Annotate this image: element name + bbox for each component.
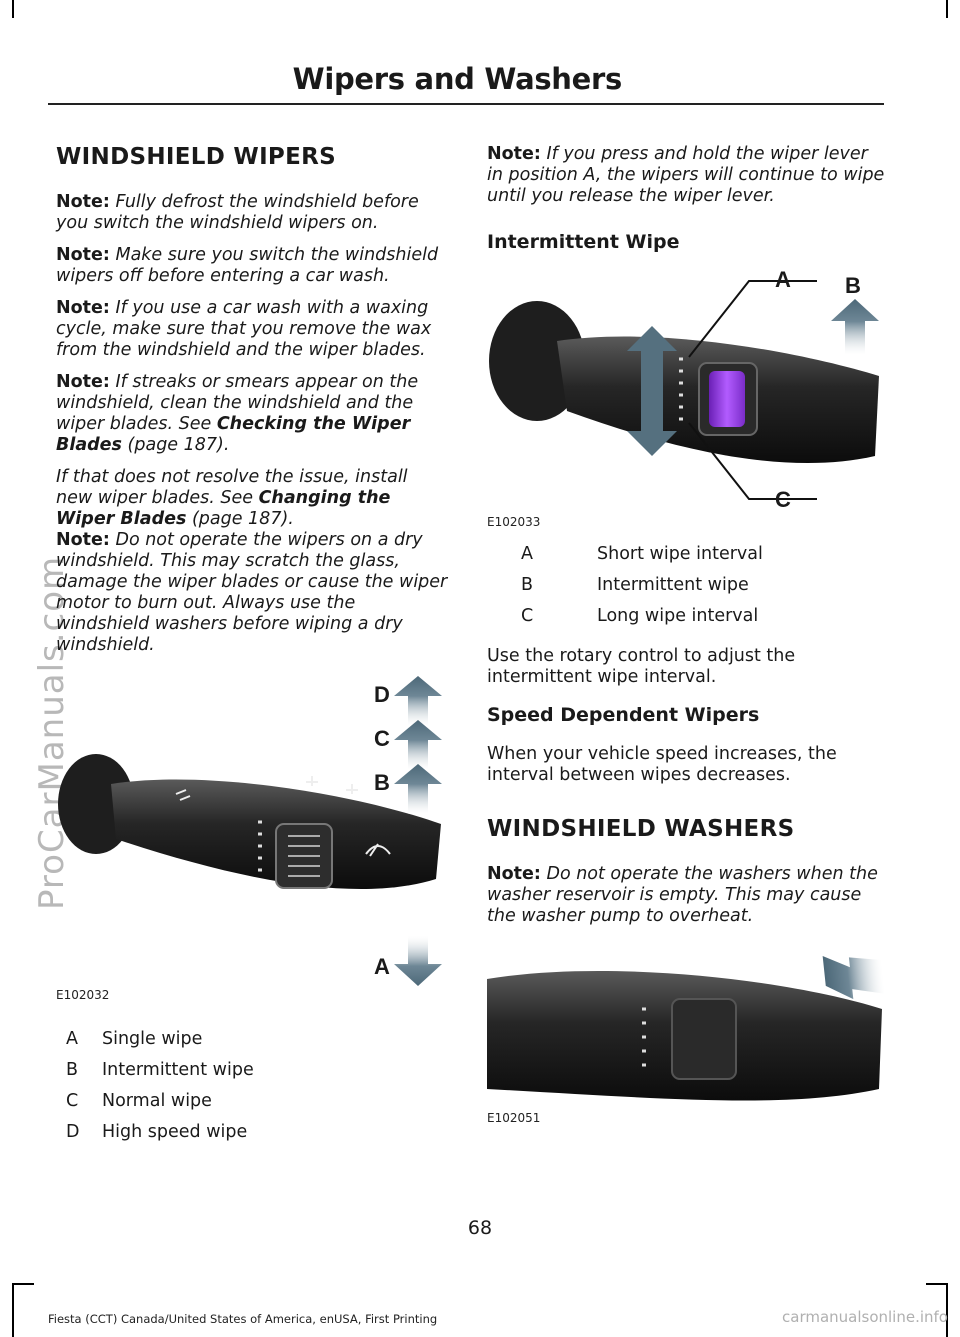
page-title: Wipers and Washers	[292, 62, 623, 96]
note-washer-reservoir: Note: Do not operate the washers when th…	[487, 864, 878, 926]
right-column: Note: If you press and hold the wiper le…	[487, 144, 887, 1129]
figure-code: E102032	[56, 988, 110, 1002]
figure-washer-lever: E102051	[487, 939, 887, 1129]
leader-c	[688, 422, 817, 500]
wiper-lever-illustration: D C B A	[58, 676, 442, 986]
note-streaks: Note: If streaks or smears appear on the…	[56, 372, 419, 455]
figure-wiper-lever-positions: D C B A E102032	[56, 674, 448, 1024]
figure-code: E102051	[487, 1111, 541, 1125]
leader-a	[688, 280, 817, 358]
note-hold-lever: Note: If you press and hold the wiper le…	[487, 144, 885, 206]
crop-mark	[12, 1283, 14, 1337]
crop-mark	[12, 1283, 34, 1285]
figure-code: E102033	[487, 515, 541, 529]
stalk-base	[489, 301, 585, 421]
note-car-wash: Note: Make sure you switch the windshiel…	[56, 245, 439, 286]
intermittent-wipe-illustration: A B C	[489, 267, 879, 512]
crop-mark	[12, 0, 14, 18]
callout-b: B	[374, 770, 390, 795]
footer-edition: Fiesta (CCT) Canada/United States of Ame…	[48, 1312, 438, 1326]
callout-c: C	[374, 726, 390, 751]
rotary-control-highlight	[709, 371, 745, 427]
rotary-text: Use the rotary control to adjust the int…	[487, 646, 796, 687]
callout-b: B	[845, 273, 861, 298]
callout-a: A	[374, 954, 390, 979]
note-waxing: Note: If you use a car wash with a waxin…	[56, 298, 432, 360]
arrow-up-b	[831, 299, 879, 355]
heading-intermittent-wipe: Intermittent Wipe	[487, 231, 680, 253]
arrow-up-d	[394, 676, 442, 726]
washer-lever-illustration	[487, 956, 885, 1101]
crop-mark	[926, 1283, 948, 1285]
note-dry-windshield: Note: Do not operate the wipers on a dry…	[56, 530, 448, 655]
callout-a: A	[775, 271, 791, 292]
section-heading-windshield-wipers: WINDSHIELD WIPERS	[56, 144, 336, 170]
arrow-up-down	[627, 326, 677, 456]
arrow-up-b	[394, 764, 442, 814]
figure-intermittent-wipe: A B C E102033	[487, 267, 887, 561]
note-defrost: Note: Fully defrost the windshield befor…	[56, 192, 419, 233]
arrow-up-c	[394, 720, 442, 770]
header-divider	[48, 103, 884, 105]
crop-mark	[946, 0, 948, 18]
footer-site: carmanualsonline.info	[782, 1308, 948, 1326]
stalk-base	[58, 754, 134, 854]
page-number: 68	[467, 1217, 493, 1239]
resolve-text: If that does not resolve the issue, inst…	[56, 467, 408, 529]
left-column: WINDSHIELD WIPERS Note: Fully defrost th…	[56, 144, 448, 1162]
arrow-pull-washer	[822, 956, 885, 1000]
link-changing-wiper-blades[interactable]: Changing the Wiper Blades	[56, 488, 391, 529]
crop-mark	[946, 1283, 948, 1337]
arrow-down-a	[394, 936, 442, 986]
link-checking-wiper-blades[interactable]: Checking the Wiper Blades	[56, 414, 411, 455]
callout-c: C	[775, 487, 791, 512]
section-heading-windshield-washers: WINDSHIELD WASHERS	[487, 816, 795, 842]
heading-speed-dependent-wipers: Speed Dependent Wipers	[487, 704, 760, 726]
rotary-control	[671, 998, 737, 1080]
speed-text: When your vehicle speed increases, the i…	[487, 744, 837, 785]
callout-d: D	[374, 682, 390, 707]
